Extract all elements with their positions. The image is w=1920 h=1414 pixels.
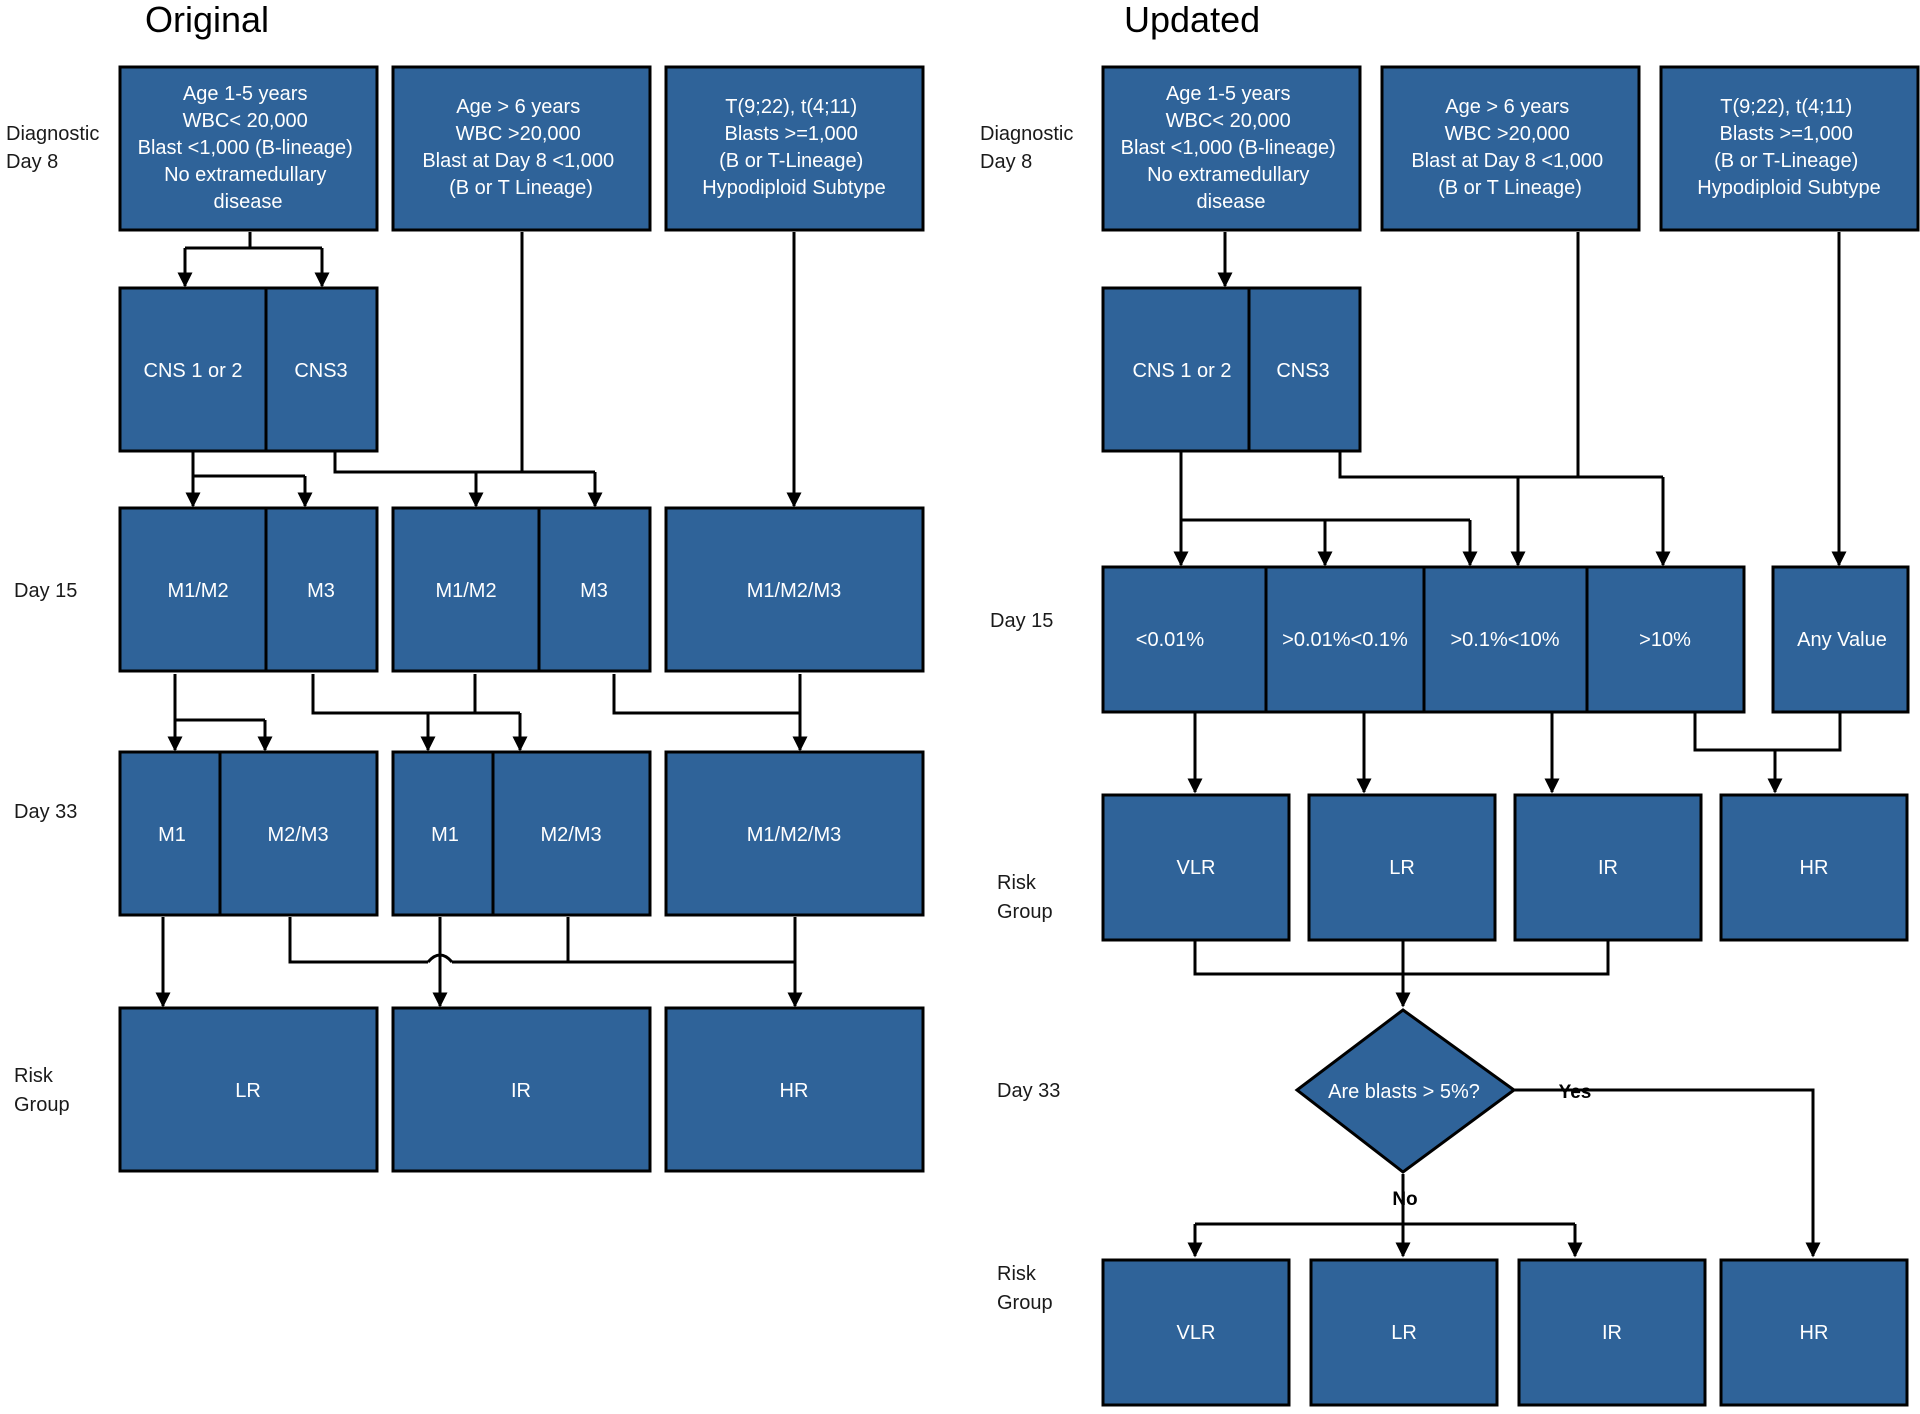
updated-yes-label: Yes bbox=[1559, 1082, 1592, 1103]
svg-text:Age 1-5 years WBC< 20,: Age 1-5 years WBC< 20,000 Blast <1,000 (… bbox=[138, 83, 359, 213]
original-risk-hr: HR bbox=[664, 1006, 925, 1173]
svg-text:M1/M2: M1/M2 bbox=[435, 580, 496, 602]
updated-risk1-vlr: VLR bbox=[1101, 793, 1291, 942]
svg-text:LR: LR bbox=[1389, 857, 1415, 879]
updated-risk2-lr: LR bbox=[1309, 1258, 1499, 1407]
original-day33-label: Day 33 bbox=[14, 801, 77, 823]
updated-connectors bbox=[1173, 232, 1847, 1258]
svg-text:>10%: >10% bbox=[1639, 629, 1691, 651]
svg-text:>0.01%<0.1%: >0.01%<0.1% bbox=[1282, 629, 1408, 651]
svg-text:CNS 1 or 2: CNS 1 or 2 bbox=[144, 360, 243, 382]
svg-text:IR: IR bbox=[511, 1080, 531, 1102]
svg-text:VLR: VLR bbox=[1177, 857, 1216, 879]
original-risk-label: Risk Group bbox=[14, 1065, 70, 1116]
svg-text:M2/M3: M2/M3 bbox=[540, 824, 601, 846]
updated-day33-label: Day 33 bbox=[997, 1080, 1060, 1102]
original-day33-b1: M1 bbox=[391, 750, 495, 917]
original-day33-b2: M2/M3 bbox=[491, 750, 652, 917]
svg-text:M1/M2/M3: M1/M2/M3 bbox=[747, 580, 841, 602]
original-day15-label: Day 15 bbox=[14, 580, 77, 602]
original-cns-3: CNS3 bbox=[264, 286, 379, 453]
original-day15-b1: M1/M2 bbox=[391, 506, 541, 673]
svg-text:IR: IR bbox=[1598, 857, 1618, 879]
updated-risk-label-1: Risk Group bbox=[997, 872, 1053, 923]
original-day33-a1: M1 bbox=[118, 750, 222, 917]
updated-risk2-vlr: VLR bbox=[1101, 1258, 1291, 1407]
svg-text:CNS 1 or 2: CNS 1 or 2 bbox=[1133, 360, 1232, 382]
svg-text:CNS3: CNS3 bbox=[1276, 360, 1329, 382]
updated-criteria-c: T(9;22), t(4;11) Blasts >=1,000 (B or T-… bbox=[1659, 65, 1920, 232]
updated-day15-01-10: >0.1%<10% bbox=[1422, 565, 1589, 714]
svg-text:M3: M3 bbox=[307, 580, 335, 602]
original-title: Original bbox=[145, 0, 269, 40]
svg-text:<0.01%: <0.01% bbox=[1136, 629, 1205, 651]
svg-text:VLR: VLR bbox=[1177, 1322, 1216, 1344]
svg-text:Age > 6 years WBC >20,: Age > 6 years WBC >20,000 Blast at Day 8… bbox=[1411, 96, 1608, 199]
original-day15-a1: M1/M2 bbox=[118, 506, 268, 673]
svg-text:HR: HR bbox=[1800, 857, 1829, 879]
updated-risk2-ir: IR bbox=[1517, 1258, 1707, 1407]
updated-day15-label: Day 15 bbox=[990, 610, 1053, 632]
svg-text:IR: IR bbox=[1602, 1322, 1622, 1344]
original-risk-ir: IR bbox=[391, 1006, 652, 1173]
original-cns-1-2: CNS 1 or 2 bbox=[118, 286, 268, 453]
updated-day15-any-value: Any Value bbox=[1771, 565, 1910, 714]
svg-text:T(9;22), t(4;11) Blast: T(9;22), t(4;11) Blasts >=1,000 (B or T-… bbox=[702, 96, 885, 199]
original-day15-a2: M3 bbox=[264, 506, 379, 673]
updated-decision-blasts: Are blasts > 5%? bbox=[1294, 1008, 1517, 1174]
updated-no-label: No bbox=[1392, 1189, 1417, 1210]
svg-text:HR: HR bbox=[780, 1080, 809, 1102]
updated-criteria-a: Age 1-5 years WBC< 20,000 Blast <1,000 (… bbox=[1101, 65, 1362, 232]
updated-day15-001-01: >0.01%<0.1% bbox=[1264, 565, 1426, 714]
original-day15-b2: M3 bbox=[537, 506, 652, 673]
svg-text:Are blasts > 5%?: Are blasts > 5%? bbox=[1328, 1081, 1480, 1103]
original-day33-a2: M2/M3 bbox=[218, 750, 379, 917]
updated-risk1-ir: IR bbox=[1513, 793, 1703, 942]
original-criteria-b: Age > 6 years WBC >20,000 Blast at Day 8… bbox=[391, 65, 652, 232]
original-criteria-c: T(9;22), t(4;11) Blasts >=1,000 (B or T-… bbox=[664, 65, 925, 232]
original-risk-lr: LR bbox=[118, 1006, 379, 1173]
svg-text:T(9;22), t(4;11) Blast: T(9;22), t(4;11) Blasts >=1,000 (B or T-… bbox=[1697, 96, 1880, 199]
svg-text:CNS3: CNS3 bbox=[294, 360, 347, 382]
svg-text:M2/M3: M2/M3 bbox=[267, 824, 328, 846]
updated-diagnostic-label: Diagnostic Day 8 bbox=[980, 123, 1079, 173]
updated-risk1-lr: LR bbox=[1307, 793, 1497, 942]
svg-text:M1/M2: M1/M2 bbox=[167, 580, 228, 602]
updated-risk1-hr: HR bbox=[1719, 793, 1909, 942]
updated-cns-3: CNS3 bbox=[1247, 286, 1362, 453]
svg-text:M3: M3 bbox=[580, 580, 608, 602]
updated-cns-1-2: CNS 1 or 2 bbox=[1101, 286, 1251, 453]
svg-text:Age > 6 years WBC >20,: Age > 6 years WBC >20,000 Blast at Day 8… bbox=[422, 96, 619, 199]
original-criteria-a: Age 1-5 years WBC< 20,000 Blast <1,000 (… bbox=[118, 65, 379, 232]
updated-risk-label-2: Risk Group bbox=[997, 1263, 1053, 1314]
svg-text:>0.1%<10%: >0.1%<10% bbox=[1451, 629, 1560, 651]
svg-text:M1: M1 bbox=[158, 824, 186, 846]
svg-text:HR: HR bbox=[1800, 1322, 1829, 1344]
updated-risk2-hr: HR bbox=[1719, 1258, 1909, 1407]
svg-text:Any Value: Any Value bbox=[1797, 629, 1887, 651]
original-day33-c: M1/M2/M3 bbox=[664, 750, 925, 917]
original-flowchart: Original bbox=[6, 0, 925, 1173]
updated-title: Updated bbox=[1124, 0, 1260, 40]
original-diagnostic-label: Diagnostic Day 8 bbox=[6, 123, 105, 173]
svg-text:M1: M1 bbox=[431, 824, 459, 846]
updated-criteria-b: Age > 6 years WBC >20,000 Blast at Day 8… bbox=[1380, 65, 1641, 232]
original-connectors bbox=[155, 232, 808, 1008]
updated-day15-lt-001: <0.01% bbox=[1101, 565, 1268, 714]
svg-text:LR: LR bbox=[235, 1080, 261, 1102]
updated-flowchart: Updated bbox=[980, 0, 1920, 1407]
svg-text:LR: LR bbox=[1391, 1322, 1417, 1344]
original-day15-c: M1/M2/M3 bbox=[664, 506, 925, 673]
svg-text:Age 1-5 years WBC< 20,: Age 1-5 years WBC< 20,000 Blast <1,000 (… bbox=[1121, 83, 1342, 213]
svg-text:M1/M2/M3: M1/M2/M3 bbox=[747, 824, 841, 846]
updated-day15-gt-10: >10% bbox=[1585, 565, 1746, 714]
